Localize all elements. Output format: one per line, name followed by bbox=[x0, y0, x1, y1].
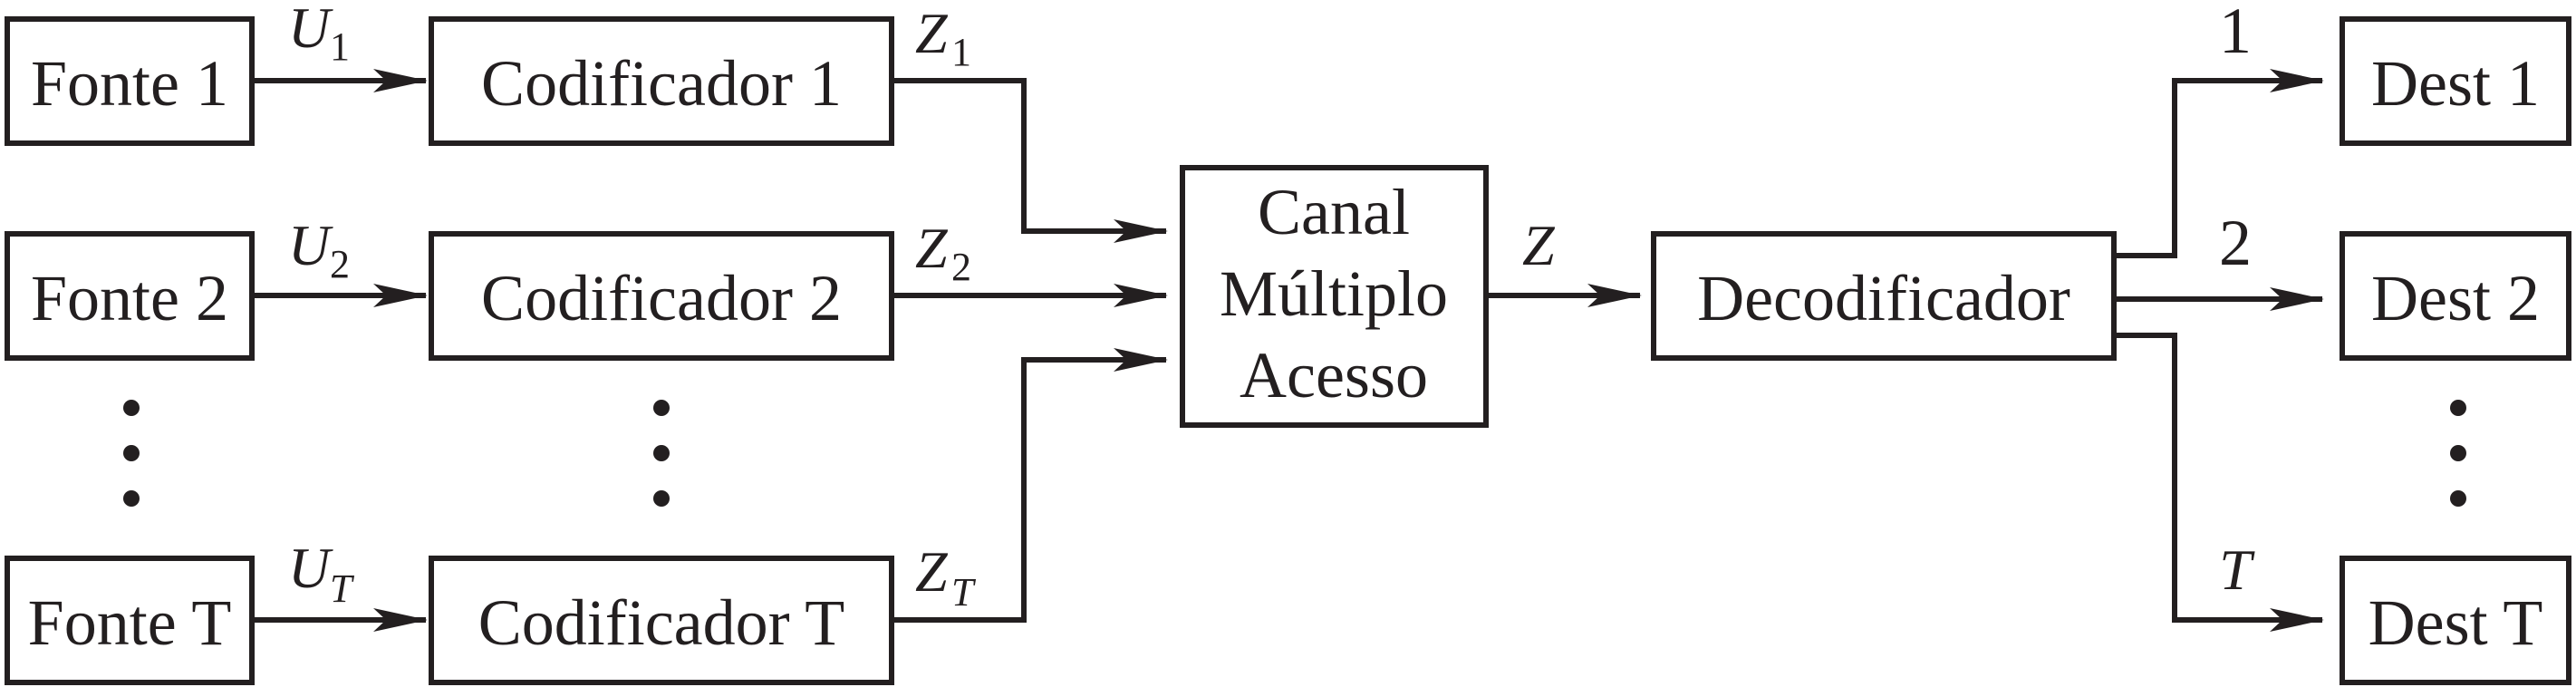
svg-text:U: U bbox=[288, 0, 333, 60]
channel-label-line-1: Canal bbox=[1258, 176, 1410, 248]
svg-text:U: U bbox=[288, 213, 333, 277]
svg-text:Z: Z bbox=[915, 539, 949, 604]
svg-text:1: 1 bbox=[330, 24, 350, 69]
signal-label-z: Z bbox=[1522, 213, 1556, 277]
destination-1-block: Dest 1 bbox=[2340, 16, 2571, 146]
source-1-label: Fonte 1 bbox=[31, 47, 228, 120]
signal-label-u2: U 2 bbox=[288, 213, 350, 286]
signal-label-dest-1: 1 bbox=[2219, 0, 2252, 67]
wire-z1 bbox=[892, 78, 1168, 243]
encoder-t-block: Codificador T bbox=[429, 556, 894, 685]
encoder-2-label: Codificador 2 bbox=[481, 262, 842, 334]
destination-t-block: Dest T bbox=[2340, 556, 2571, 685]
encoder-1-label: Codificador 1 bbox=[481, 47, 842, 120]
source-2-label: Fonte 2 bbox=[31, 262, 228, 334]
destination-2-label: Dest 2 bbox=[2371, 262, 2540, 334]
svg-text:U: U bbox=[288, 536, 333, 600]
source-2-block: Fonte 2 bbox=[5, 231, 255, 361]
signal-label-zt: Z T bbox=[915, 539, 977, 614]
sources-ellipsis bbox=[123, 400, 140, 507]
destination-t-label: Dest T bbox=[2369, 586, 2543, 659]
svg-text:1: 1 bbox=[951, 30, 971, 74]
signal-label-z2: Z 2 bbox=[915, 216, 971, 289]
channel-label-line-2: Múltiplo bbox=[1220, 257, 1448, 330]
svg-text:T: T bbox=[330, 566, 355, 611]
svg-text:2: 2 bbox=[951, 245, 971, 289]
encoder-1-block: Codificador 1 bbox=[429, 16, 894, 146]
signal-label-z1: Z 1 bbox=[915, 1, 971, 74]
source-t-label: Fonte T bbox=[28, 586, 232, 659]
signal-label-dest-t: T bbox=[2219, 537, 2255, 602]
encoder-2-block: Codificador 2 bbox=[429, 231, 894, 361]
channel-label-line-3: Acesso bbox=[1240, 339, 1428, 411]
encoders-ellipsis bbox=[653, 400, 670, 507]
wire-dest-1 bbox=[2114, 69, 2324, 258]
svg-text:Z: Z bbox=[915, 1, 949, 65]
destination-1-label: Dest 1 bbox=[2371, 47, 2540, 120]
signal-label-ut: U T bbox=[288, 536, 355, 611]
destinations-ellipsis bbox=[2450, 400, 2466, 507]
svg-text:T: T bbox=[951, 570, 977, 614]
signal-label-dest-2: 2 bbox=[2219, 207, 2252, 279]
signal-label-u1: U 1 bbox=[288, 0, 350, 69]
channel-block: Canal Múltiplo Acesso bbox=[1180, 165, 1489, 428]
wire-zt bbox=[892, 348, 1168, 623]
destination-2-block: Dest 2 bbox=[2340, 231, 2571, 361]
source-t-block: Fonte T bbox=[5, 556, 255, 685]
decoder-block: Decodificador bbox=[1651, 231, 2117, 361]
svg-text:2: 2 bbox=[330, 242, 350, 286]
encoder-t-label: Codificador T bbox=[478, 586, 845, 659]
svg-text:Z: Z bbox=[915, 216, 949, 280]
decoder-label: Decodificador bbox=[1697, 262, 2070, 334]
wire-dest-t bbox=[2114, 333, 2324, 632]
source-1-block: Fonte 1 bbox=[5, 16, 255, 146]
